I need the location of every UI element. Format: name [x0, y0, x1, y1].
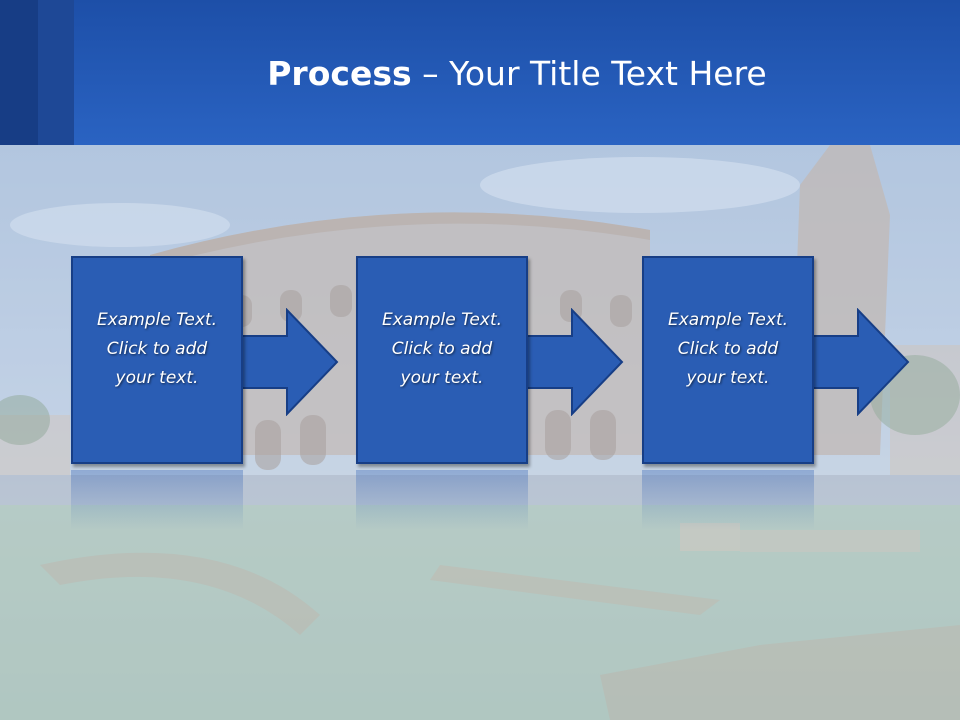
step-text-line: Click to add — [677, 338, 779, 359]
right-arrow-icon — [524, 308, 624, 416]
process-step-2: Example Text. Click to add your text. — [356, 256, 624, 468]
step-text-line: your text. — [400, 367, 484, 388]
step-text-line: your text. — [686, 367, 770, 388]
header-band: Process – Your Title Text Here — [0, 0, 960, 145]
header-accent-stripe — [0, 0, 38, 145]
step-text-line: Example Text. — [96, 309, 218, 330]
process-step-3: Example Text. Click to add your text. — [642, 256, 910, 468]
step-text-line: Example Text. — [381, 309, 503, 330]
right-arrow-icon — [239, 308, 339, 416]
slide-title-rest: – Your Title Text Here — [411, 54, 767, 93]
process-step-1: Example Text. Click to add your text. — [71, 256, 339, 468]
slide-title-bold: Process — [267, 54, 412, 93]
slide-title[interactable]: Process – Your Title Text Here — [74, 52, 960, 96]
step-text-line: Click to add — [106, 338, 208, 359]
step-text-line: your text. — [115, 367, 199, 388]
step-text-box[interactable]: Example Text. Click to add your text. — [642, 256, 814, 464]
right-arrow-icon — [810, 308, 910, 416]
step-reflection — [71, 470, 243, 530]
step-reflection — [642, 470, 814, 530]
step-reflection — [356, 470, 528, 530]
step-text-box[interactable]: Example Text. Click to add your text. — [71, 256, 243, 464]
step-text-box[interactable]: Example Text. Click to add your text. — [356, 256, 528, 464]
header-accent-stripe-light — [38, 0, 74, 145]
step-text-line: Example Text. — [667, 309, 789, 330]
step-text-line: Click to add — [391, 338, 493, 359]
